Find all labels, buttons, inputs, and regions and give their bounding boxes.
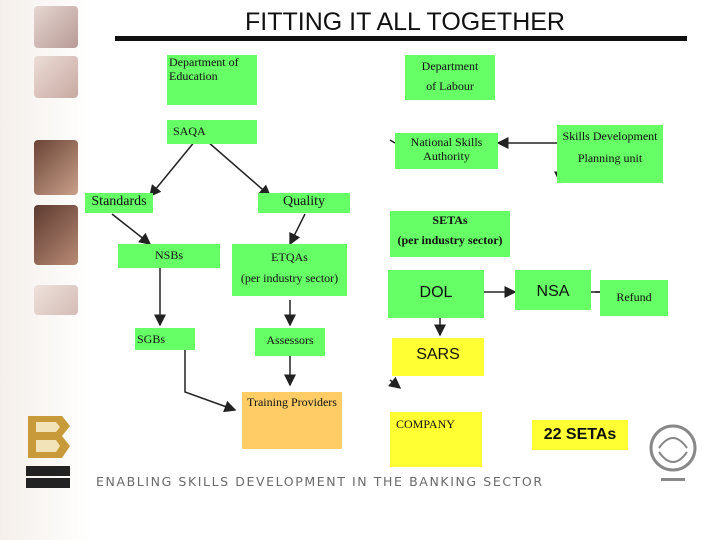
dept-education-box: Department of Education bbox=[167, 55, 257, 105]
sars-box: SARS bbox=[392, 338, 484, 376]
nsa-box: NSA bbox=[515, 270, 591, 310]
refund-box: Refund bbox=[600, 280, 668, 316]
setas-22-label: 22 SETAs bbox=[543, 426, 617, 443]
assessors-label: Assessors bbox=[266, 333, 314, 347]
training-providers-box: Training Providers bbox=[242, 392, 342, 449]
standards-label: Standards bbox=[91, 194, 147, 209]
quality-box: Quality bbox=[258, 193, 350, 213]
setas-22-box: 22 SETAs bbox=[532, 420, 628, 450]
assessors-box: Assessors bbox=[255, 328, 325, 356]
setas-label: SETAs bbox=[432, 213, 468, 227]
etqas-sector-label: (per industry sector) bbox=[240, 271, 339, 286]
dept-labour-box: Department of Labour bbox=[405, 55, 495, 100]
training-providers-label: Training Providers bbox=[247, 395, 337, 409]
photo-thumbnail-1 bbox=[34, 6, 78, 48]
page-title: FITTING IT ALL TOGETHER bbox=[245, 8, 565, 36]
sars-label: SARS bbox=[416, 346, 460, 363]
dept-education-label: Department of Education bbox=[169, 55, 239, 84]
photo-thumbnail-2 bbox=[34, 56, 78, 98]
skills-dev-planning-box: Skills Development Planning unit bbox=[557, 125, 663, 183]
nsbs-box: NSBs bbox=[118, 244, 220, 268]
sgbs-label: SGBs bbox=[137, 332, 166, 346]
saqa-label: SAQA bbox=[173, 124, 206, 138]
nsa-authority-label: National Skills Authority bbox=[410, 135, 483, 164]
setas-box: SETAs (per industry sector) bbox=[390, 211, 510, 257]
photo-thumbnail-4 bbox=[34, 205, 78, 265]
bank-seta-logo-icon bbox=[26, 416, 70, 488]
footer-tagline: ENABLING SKILLS DEVELOPMENT IN THE BANKI… bbox=[96, 474, 544, 489]
quality-label: Quality bbox=[283, 194, 325, 209]
company-label: COMPANY bbox=[396, 417, 455, 431]
dol-box: DOL bbox=[388, 270, 484, 318]
refund-label: Refund bbox=[616, 290, 652, 304]
sgbs-box: SGBs bbox=[135, 328, 195, 350]
planning-unit-label: Planning unit bbox=[577, 151, 643, 166]
investors-in-people-icon bbox=[649, 424, 697, 481]
nsa-label: NSA bbox=[536, 283, 570, 300]
title-underline bbox=[115, 36, 687, 41]
company-box: COMPANY bbox=[390, 412, 482, 467]
standards-box: Standards bbox=[85, 193, 153, 213]
dol-label: DOL bbox=[419, 284, 453, 301]
skills-dev-label: Skills Development bbox=[562, 129, 658, 143]
dept-labour-label-2: of Labour bbox=[426, 79, 474, 94]
photo-thumbnail-5 bbox=[34, 285, 78, 315]
setas-sector-label: (per industry sector) bbox=[397, 233, 503, 248]
etqas-label: ETQAs bbox=[271, 250, 308, 264]
decorative-sidebar bbox=[0, 0, 92, 540]
nsa-authority-box: National Skills Authority bbox=[395, 133, 498, 169]
dept-labour-label-1: Department bbox=[421, 59, 479, 73]
saqa-box: SAQA bbox=[167, 120, 257, 144]
etqas-box: ETQAs (per industry sector) bbox=[232, 244, 347, 296]
nsbs-label: NSBs bbox=[154, 248, 183, 262]
photo-thumbnail-3 bbox=[34, 140, 78, 195]
